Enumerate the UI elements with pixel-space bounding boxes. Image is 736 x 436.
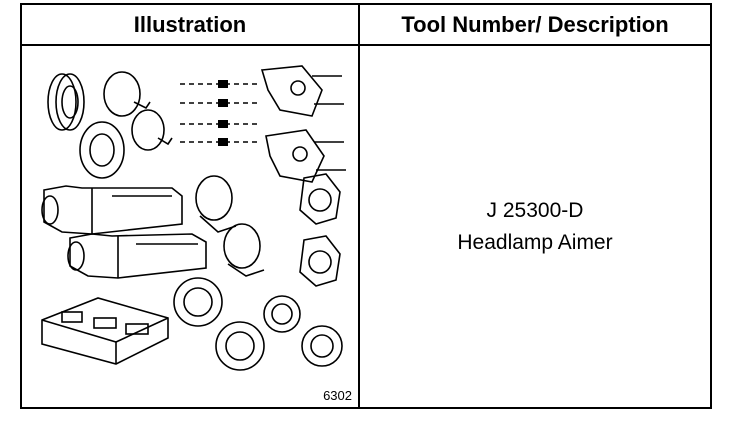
- header-tool-number-description: Tool Number/ Description: [401, 12, 669, 37]
- aimer-clamp-icon: [223, 223, 265, 277]
- tool-description: Headlamp Aimer: [457, 230, 613, 254]
- adapter-ring-icon: [173, 277, 223, 327]
- octagonal-adapter-icon: [299, 235, 341, 287]
- column-divider: [358, 5, 360, 407]
- adapter-disc-icon: [79, 121, 125, 179]
- adapter-pin-icon: [180, 83, 258, 143]
- octagonal-adapter-icon: [299, 173, 341, 225]
- aimer-unit-icon: [41, 185, 183, 235]
- adapter-ring-icon: [263, 295, 301, 333]
- aimer-clamp-icon: [195, 175, 237, 233]
- description-cell: J 25300-D Headlamp Aimer: [360, 46, 710, 407]
- adapter-ring-icon: [301, 325, 343, 367]
- table-header: Illustration Tool Number/ Description: [22, 5, 710, 46]
- adapter-disc-icon: [47, 73, 85, 131]
- mounting-bracket-icon: [265, 129, 346, 183]
- header-illustration: Illustration: [133, 12, 247, 37]
- calibration-case-icon: [41, 297, 169, 365]
- adapter-ring-icon: [215, 321, 265, 371]
- tool-table: Illustration Tool Number/ Description: [20, 3, 712, 409]
- illustration-cell: 6302: [22, 46, 358, 407]
- suction-cup-icon: [131, 109, 173, 151]
- mounting-bracket-icon: [260, 65, 344, 117]
- headlamp-aimer-kit-illustration: [41, 65, 346, 371]
- figure-number: 6302: [323, 388, 352, 403]
- aimer-unit-icon: [67, 233, 207, 279]
- suction-cup-icon: [103, 71, 151, 117]
- tool-number: J 25300-D: [486, 198, 584, 222]
